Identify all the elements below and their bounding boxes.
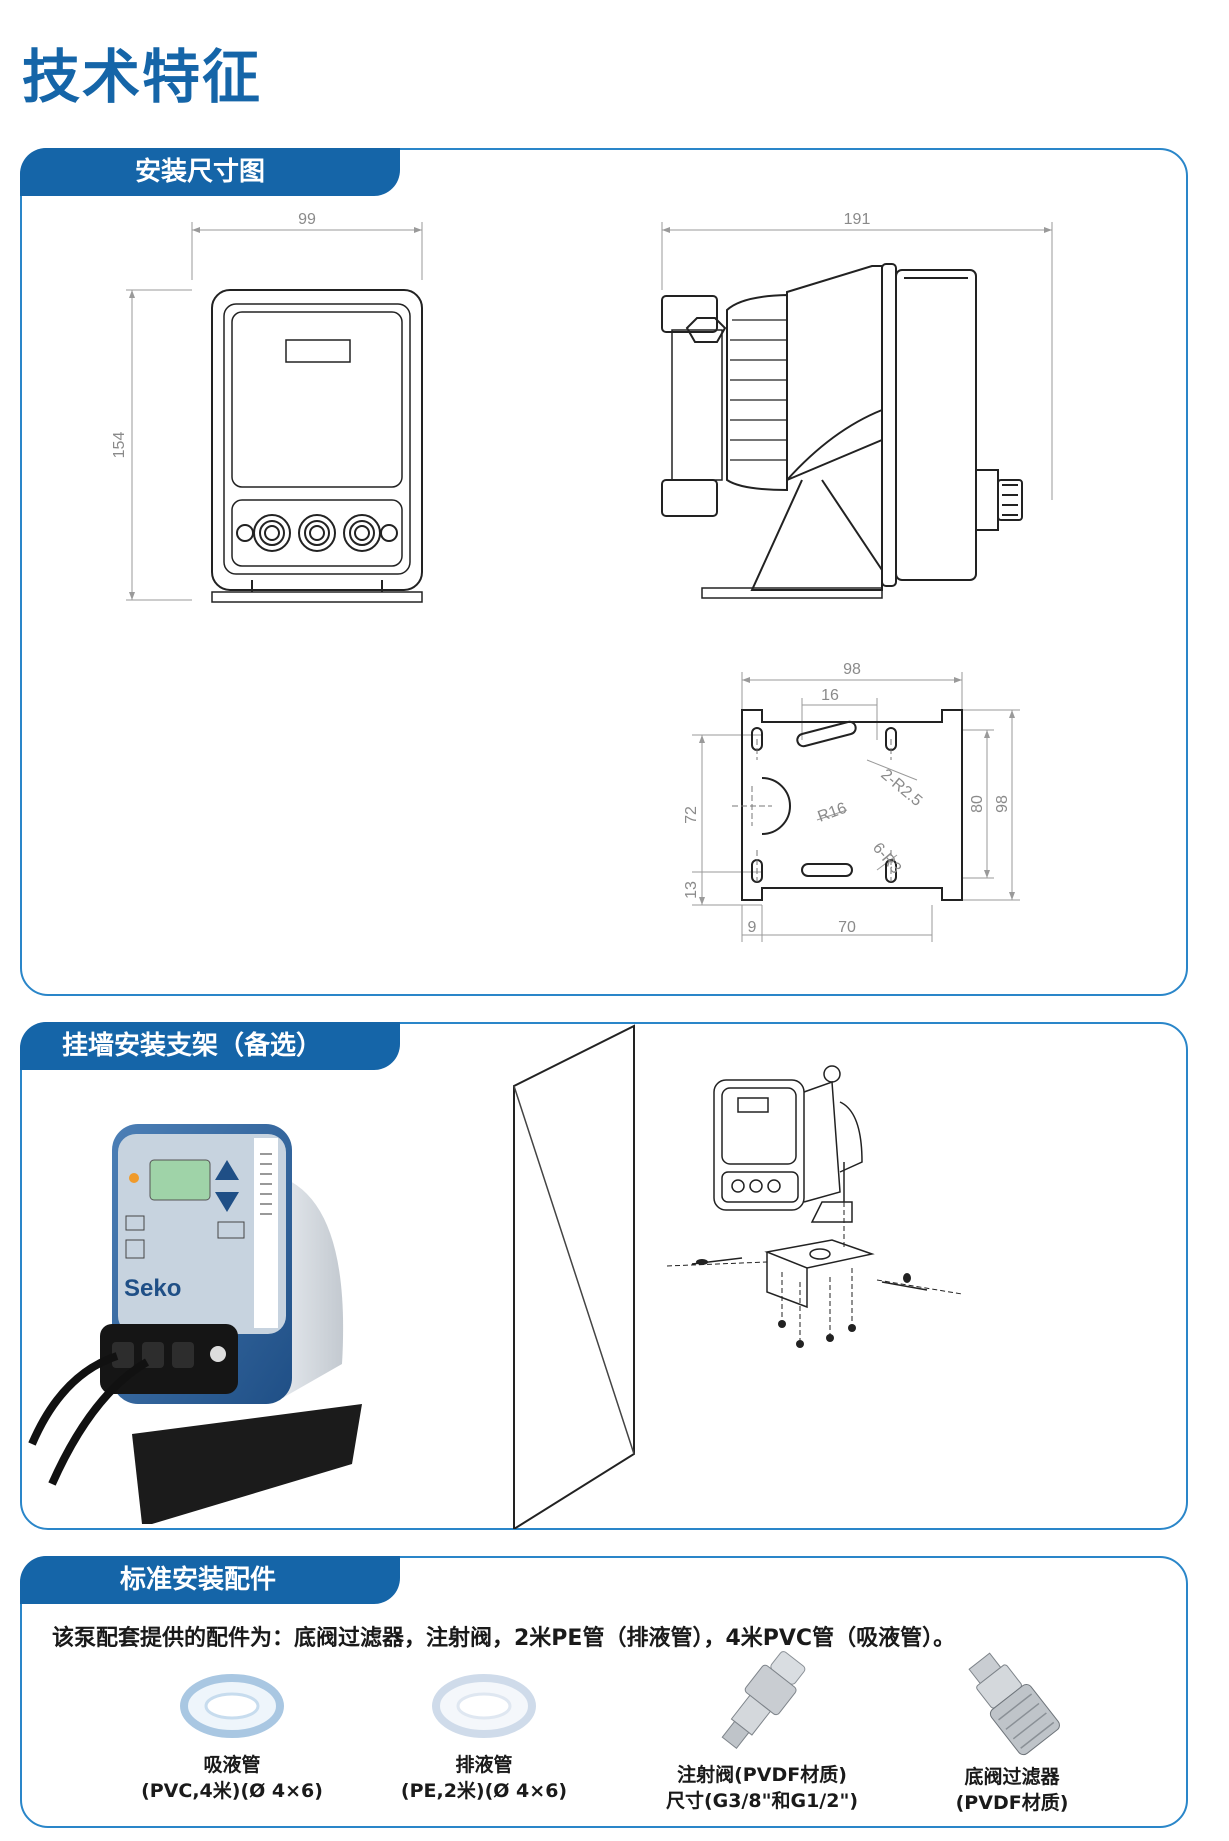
foot-valve-name: 底阀过滤器 — [964, 1766, 1060, 1788]
discharge-tube-name: 排液管 — [455, 1754, 513, 1776]
bracket-slot-dim: 2-R2.5 — [877, 766, 925, 810]
wall-bracket-tab: 挂墙安装支架（备选） — [20, 1022, 400, 1070]
front-height-dim: 154 — [111, 432, 128, 459]
pump-photo: Seko — [28, 1124, 362, 1524]
bracket-span-dim: 70 — [838, 919, 856, 936]
suction-tube-icon — [180, 1674, 284, 1738]
bracket-offset-dim: 16 — [821, 687, 839, 704]
injection-valve-spec: 尺寸(G3/8"和G1/2") — [665, 1790, 859, 1812]
foot-valve-spec: (PVDF材质) — [955, 1792, 1069, 1814]
suction-tube-name: 吸液管 — [203, 1754, 261, 1776]
bracket-assembly-drawing — [666, 1065, 963, 1348]
page-title: 技术特征 — [22, 43, 263, 111]
wall-bracket-panel: 挂墙安装支架（备选） Seko — [20, 1022, 1188, 1530]
accessory-foot-valve: 底阀过滤器 (PVDF材质) — [882, 1648, 1142, 1816]
front-width-dim: 99 — [298, 211, 316, 228]
wall-bracket-title: 挂墙安装支架（备选） — [62, 1031, 323, 1061]
bracket-radius-dim: R16 — [816, 800, 849, 826]
foot-valve-icon — [968, 1652, 1060, 1756]
installation-dimensions-title: 安装尺寸图 — [135, 157, 266, 187]
wall-panel-drawing — [513, 1024, 635, 1529]
accessories-intro-text: 该泵配套提供的配件为：底阀过滤器，注射阀，2米PE管（排液管），4米PVC管（吸… — [52, 1626, 956, 1651]
bracket-height-72-dim: 72 — [683, 806, 700, 824]
bracket-height-98-dim: 98 — [994, 795, 1011, 813]
side-view-drawing: 191 — [661, 211, 1053, 599]
bracket-dimension-drawing: 98 16 2-R2.5 R16 6-R3 72 80 98 13 9 70 — [683, 661, 1020, 942]
bracket-height-80-dim: 80 — [969, 795, 986, 813]
bracket-width-dim: 98 — [843, 661, 861, 678]
side-depth-dim: 191 — [844, 211, 871, 228]
injection-valve-icon — [721, 1651, 806, 1750]
bracket-left-dim: 9 — [748, 919, 757, 936]
bracket-bottom-dim: 13 — [683, 881, 700, 899]
standard-accessories-panel: 标准安装配件 该泵配套提供的配件为：底阀过滤器，注射阀，2米PE管（排液管），4… — [20, 1556, 1188, 1828]
suction-tube-spec: (PVC,4米)(Ø 4×6) — [141, 1780, 323, 1802]
front-view-drawing: 99 154 — [111, 211, 423, 603]
standard-accessories-title: 标准安装配件 — [120, 1565, 277, 1595]
installation-dimensions-tab: 安装尺寸图 — [20, 148, 400, 196]
seko-logo: Seko — [124, 1275, 181, 1302]
accessory-injection-valve: 注射阀(PVDF材质) 尺寸(G3/8"和G1/2") — [632, 1646, 892, 1814]
discharge-tube-spec: (PE,2米)(Ø 4×6) — [400, 1780, 568, 1802]
discharge-tube-icon — [432, 1674, 536, 1738]
accessory-suction-tube: 吸液管 (PVC,4米)(Ø 4×6) — [102, 1666, 362, 1804]
standard-accessories-tab: 标准安装配件 — [20, 1556, 400, 1604]
accessory-discharge-tube: 排液管 (PE,2米)(Ø 4×6) — [354, 1666, 614, 1804]
bracket-holes-dim: 6-R3 — [869, 840, 904, 878]
injection-valve-name: 注射阀(PVDF材质) — [677, 1764, 847, 1786]
installation-dimensions-panel: 安装尺寸图 99 154 — [20, 148, 1188, 996]
